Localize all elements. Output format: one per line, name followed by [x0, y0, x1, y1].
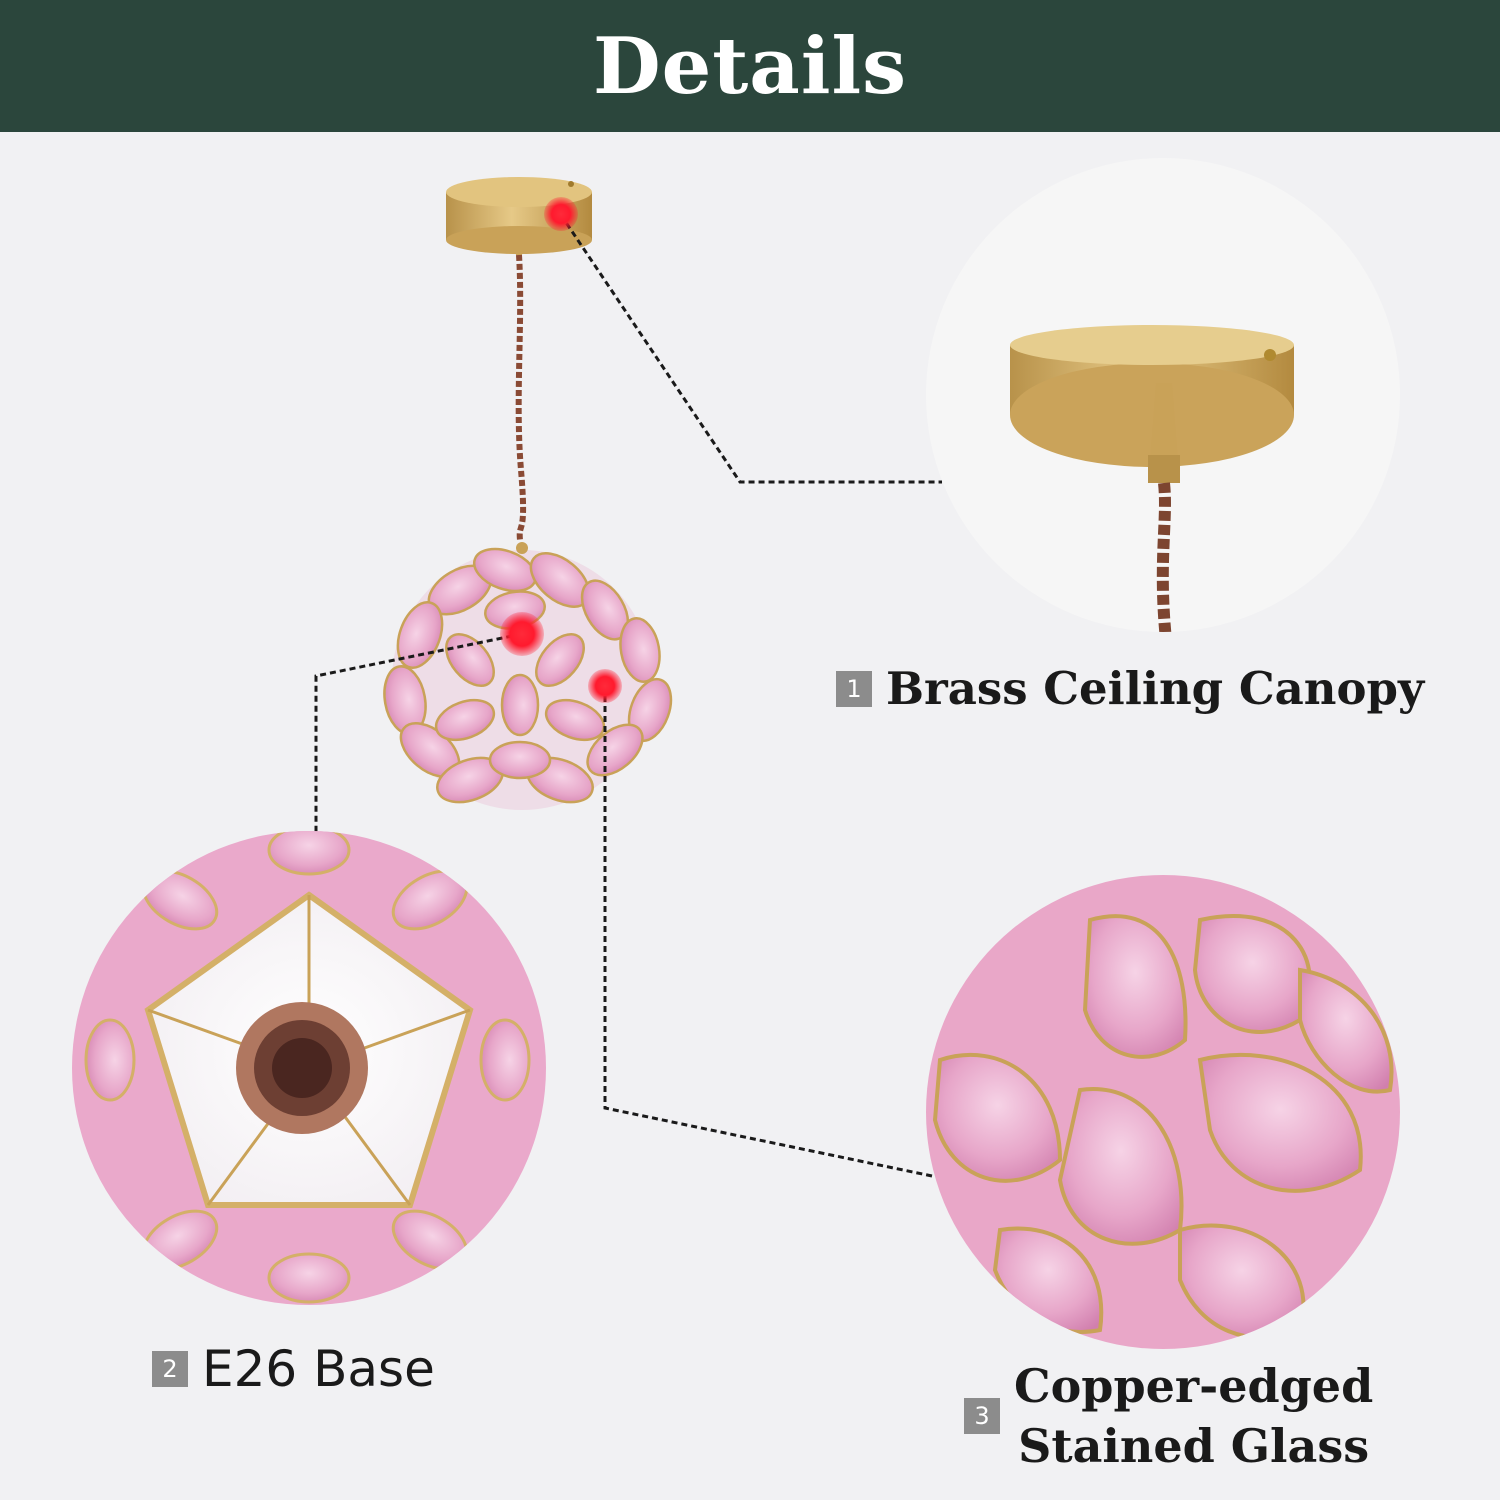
- callout-number: 2: [152, 1351, 188, 1387]
- detail-base-image: [72, 831, 546, 1305]
- connector-glass: [603, 686, 933, 1178]
- power-cord: [515, 254, 527, 541]
- callout-number: 1: [836, 670, 872, 707]
- connector-canopy: [559, 214, 942, 484]
- callout-label: Brass Ceiling Canopy: [886, 662, 1425, 715]
- callout-canopy: 1 Brass Ceiling Canopy: [836, 662, 1424, 715]
- detail-canopy-image: [926, 158, 1400, 632]
- callout-label-line2: Stained Glass: [1018, 1419, 1370, 1473]
- pendant-light: [383, 177, 673, 810]
- callout-label: Copper-edged Stained Glass: [1014, 1356, 1373, 1476]
- callout-label-line1: Copper-edged: [1014, 1359, 1374, 1413]
- marker-dots: [500, 197, 622, 703]
- connector-base: [314, 632, 523, 832]
- callout-number: 3: [964, 1398, 1000, 1434]
- flower-shade: [383, 542, 673, 810]
- detail-glass-image: [926, 875, 1400, 1349]
- header-banner: Details: [0, 0, 1500, 132]
- marker-canopy: [544, 197, 578, 231]
- callout-label: E26 Base: [202, 1340, 435, 1398]
- callout-glass: 3 Copper-edged Stained Glass: [964, 1356, 1373, 1476]
- connector-lines: [314, 214, 942, 1178]
- callout-base: 2 E26 Base: [152, 1340, 435, 1398]
- page-title: Details: [592, 20, 907, 112]
- marker-base: [500, 612, 544, 656]
- marker-glass: [588, 669, 622, 703]
